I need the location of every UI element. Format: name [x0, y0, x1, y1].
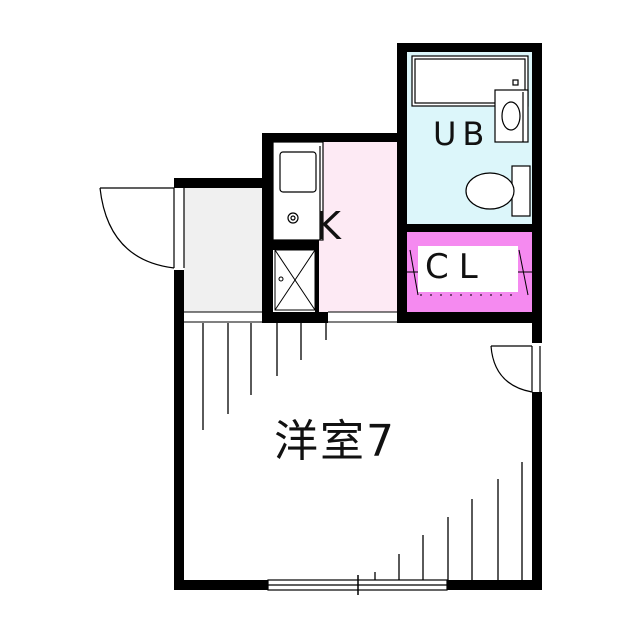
slope-lines-top-left: [202, 323, 327, 430]
kitchen-opening: [328, 311, 397, 323]
toilet-icon: [465, 165, 531, 217]
slope-lines-bottom-right: [374, 462, 523, 580]
room-label-western-room: 洋室7: [274, 416, 396, 467]
walls: [174, 43, 542, 590]
entrance-floor: [184, 188, 262, 312]
window-icon: [267, 575, 448, 595]
closet-door-icon: [407, 249, 532, 296]
entrance-door-icon: [99, 187, 185, 269]
washing-machine-space-icon: [274, 249, 316, 311]
closet-inner: [418, 246, 518, 292]
bath-door-icon: [490, 345, 541, 393]
room-label-unit-bath: UB: [433, 115, 491, 153]
kitchen-floor: [318, 142, 398, 312]
kitchen-sink-icon: [272, 141, 324, 241]
room-label-closet: CL: [425, 247, 488, 287]
washbasin-icon: [494, 89, 529, 143]
entrance-step: [184, 311, 262, 323]
room-label-kitchen: K: [316, 204, 341, 248]
